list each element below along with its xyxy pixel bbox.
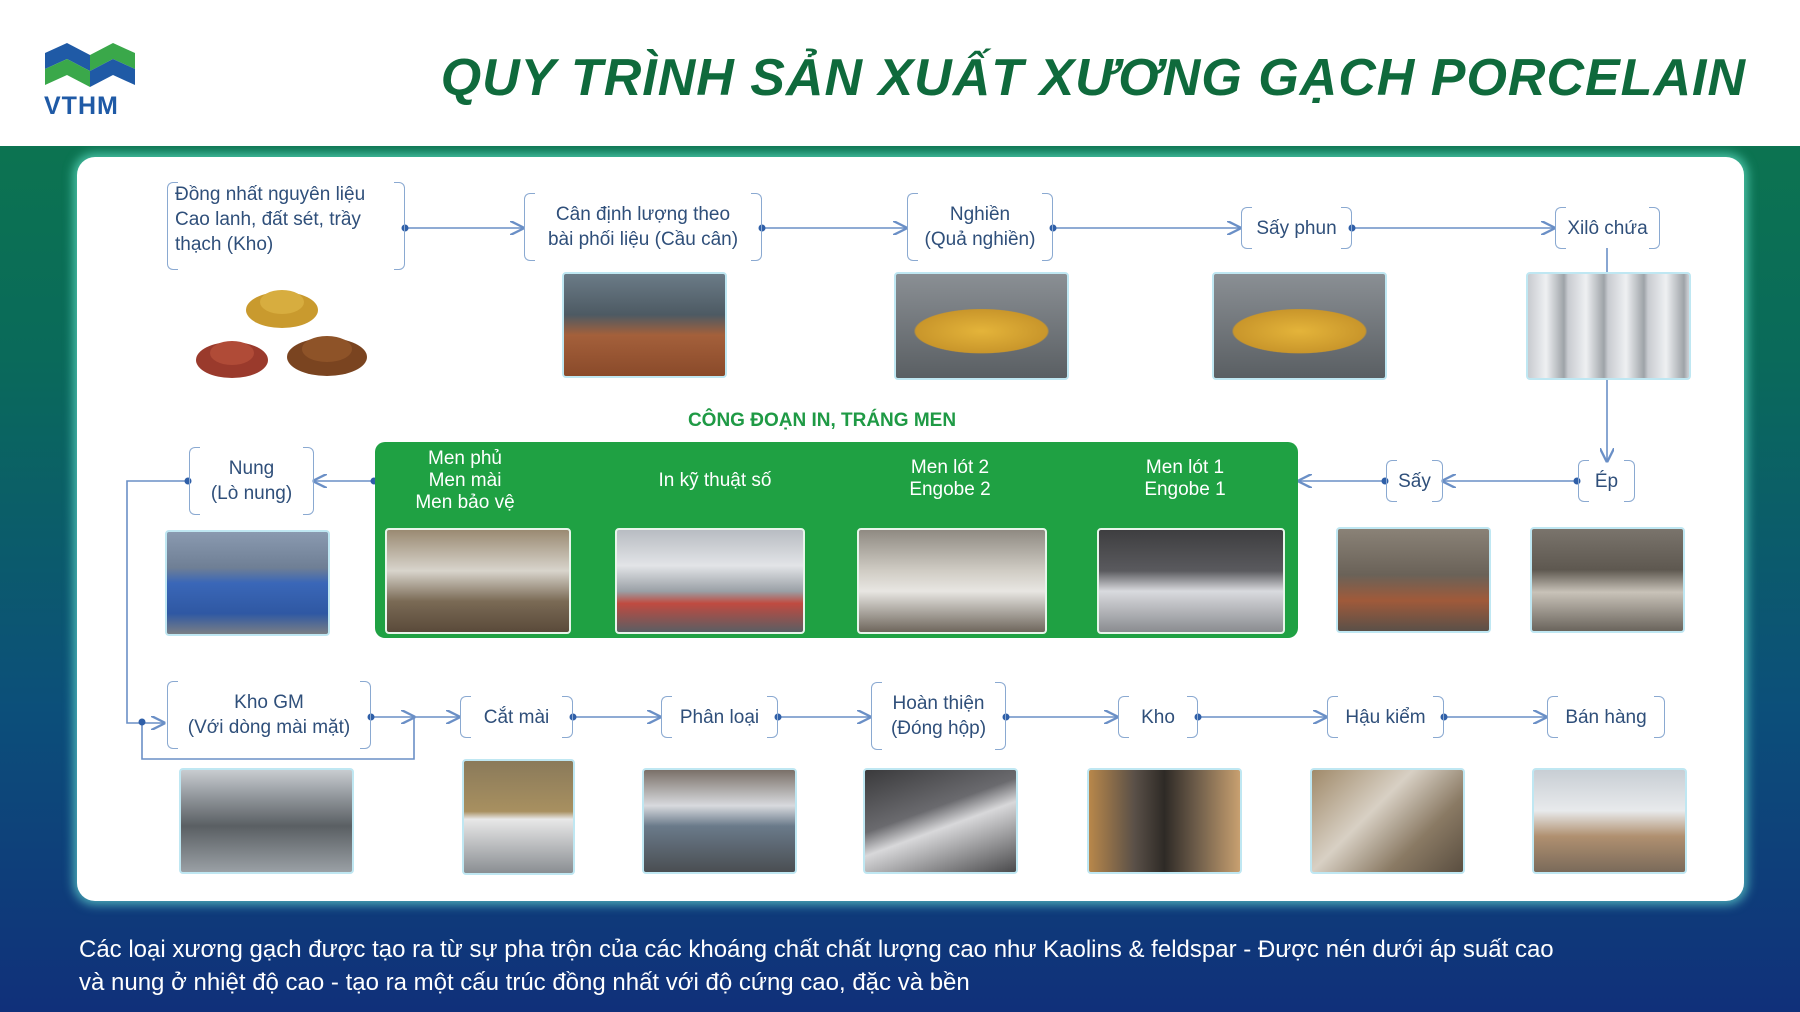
step-line: Xilô chứa	[1567, 217, 1648, 239]
header: VTHM QUY TRÌNH SẢN XUẤT XƯƠNG GẠCH PORCE…	[0, 0, 1800, 146]
step-line: Cao lanh, đất sét, trầy	[175, 209, 361, 230]
top-glaze-photo	[385, 528, 571, 634]
sales-photo	[1532, 768, 1687, 874]
press-photo	[1530, 527, 1685, 633]
printing-glazing-label: CÔNG ĐOẠN IN, TRÁNG MEN	[687, 410, 957, 431]
step-line: thạch (Kho)	[175, 234, 274, 255]
step-line: Hoàn thiện	[892, 693, 985, 714]
step-top-glaze: Men phủ Men mài Men bảo vệ	[405, 448, 525, 514]
step-engobe-2: Men lót 2 Engobe 2	[895, 457, 1005, 501]
step-line: Sấy	[1398, 470, 1431, 492]
caption-line: Các loại xương gạch được tạo ra từ sự ph…	[79, 936, 1554, 963]
silo-photo	[1526, 272, 1691, 380]
step-pressing: Ép	[1578, 460, 1635, 502]
step-line: Kho	[1141, 706, 1175, 728]
spray-dryer-photo	[1212, 272, 1387, 380]
ball-mill-photo	[894, 272, 1069, 380]
cutting-polishing-photo	[462, 759, 575, 875]
sorting-photo	[642, 768, 797, 874]
description-caption: Các loại xương gạch được tạo ra từ sự ph…	[79, 933, 1759, 999]
warehouse-photo	[1087, 768, 1242, 874]
step-sales: Bán hàng	[1547, 696, 1665, 738]
dryer-photo	[1336, 527, 1491, 633]
step-line: Men phủ	[428, 448, 502, 469]
step-line: Nung	[228, 458, 275, 479]
step-line: Nghiền	[949, 204, 1011, 225]
step-homogenize-materials: Đồng nhất nguyên liệu Cao lanh, đất sét,…	[167, 182, 405, 270]
process-diagram: Đồng nhất nguyên liệu Cao lanh, đất sét,…	[77, 157, 1744, 901]
step-line: Cắt mài	[483, 706, 550, 728]
step-drying: Sấy	[1386, 460, 1443, 502]
step-line: Engobe 1	[1144, 479, 1226, 500]
step-line: (Với dòng mài mặt)	[187, 717, 351, 738]
printing-glazing-section: Men phủ Men mài Men bảo vệ In kỹ thuật s…	[375, 442, 1298, 638]
step-digital-printing: In kỹ thuật số	[635, 470, 795, 492]
step-spray-drying: Sấy phun	[1241, 207, 1352, 249]
step-warehouse: Kho	[1118, 696, 1198, 738]
step-line: Bán hàng	[1565, 706, 1647, 728]
step-line: Cân định lượng theo	[555, 204, 731, 225]
step-firing: Nung (Lò nung)	[189, 447, 314, 515]
step-line: Đồng nhất nguyên liệu	[175, 184, 366, 205]
step-weighing: Cân định lượng theo bài phối liệu (Cầu c…	[524, 193, 762, 261]
vthm-logo	[45, 43, 135, 87]
step-finishing-packing: Hoàn thiện (Đóng hộp)	[871, 682, 1006, 750]
step-line: Men bảo vệ	[415, 492, 515, 513]
step-line: In kỹ thuật số	[658, 470, 772, 491]
weighing-photo	[562, 272, 727, 378]
raw-material-powders-image	[196, 290, 367, 378]
caption-line: và nung ở nhiệt độ cao - tạo ra một cấu …	[79, 969, 970, 996]
step-silo: Xilô chứa	[1555, 207, 1660, 249]
brand-name: VTHM	[44, 92, 119, 120]
engobe-1-photo	[1097, 528, 1285, 634]
step-line: Sấy phun	[1256, 217, 1337, 239]
page-title: QUY TRÌNH SẢN XUẤT XƯƠNG GẠCH PORCELAIN	[440, 49, 1746, 107]
step-line: bài phối liệu (Cầu cân)	[547, 229, 739, 250]
step-milling: Nghiền (Quả nghiền)	[907, 193, 1053, 261]
step-line: Engobe 2	[909, 479, 991, 500]
step-engobe-1: Men lót 1 Engobe 1	[1130, 457, 1240, 501]
step-line: Men lót 1	[1145, 457, 1225, 478]
step-line: (Đóng hộp)	[890, 718, 987, 739]
step-line: Ép	[1594, 470, 1619, 492]
inspection-photo	[1310, 768, 1465, 874]
engobe-2-photo	[857, 528, 1047, 634]
packing-photo	[863, 768, 1018, 874]
step-line: (Quả nghiền)	[924, 229, 1036, 250]
polished-warehouse-photo	[179, 768, 354, 874]
digital-printer-photo	[615, 528, 805, 634]
step-cutting-polishing: Cắt mài	[460, 696, 573, 738]
step-line: Kho GM	[234, 692, 304, 713]
step-line: Hậu kiểm	[1345, 706, 1426, 728]
step-line: Men mài	[428, 470, 502, 491]
step-line: (Lò nung)	[210, 483, 293, 504]
step-line: Men lót 2	[910, 457, 990, 478]
kiln-photo	[165, 530, 330, 636]
step-final-inspection: Hậu kiểm	[1327, 696, 1444, 738]
step-sorting: Phân loại	[661, 696, 778, 738]
step-polished-warehouse: Kho GM (Với dòng mài mặt)	[167, 681, 371, 749]
step-line: Phân loại	[679, 706, 760, 728]
